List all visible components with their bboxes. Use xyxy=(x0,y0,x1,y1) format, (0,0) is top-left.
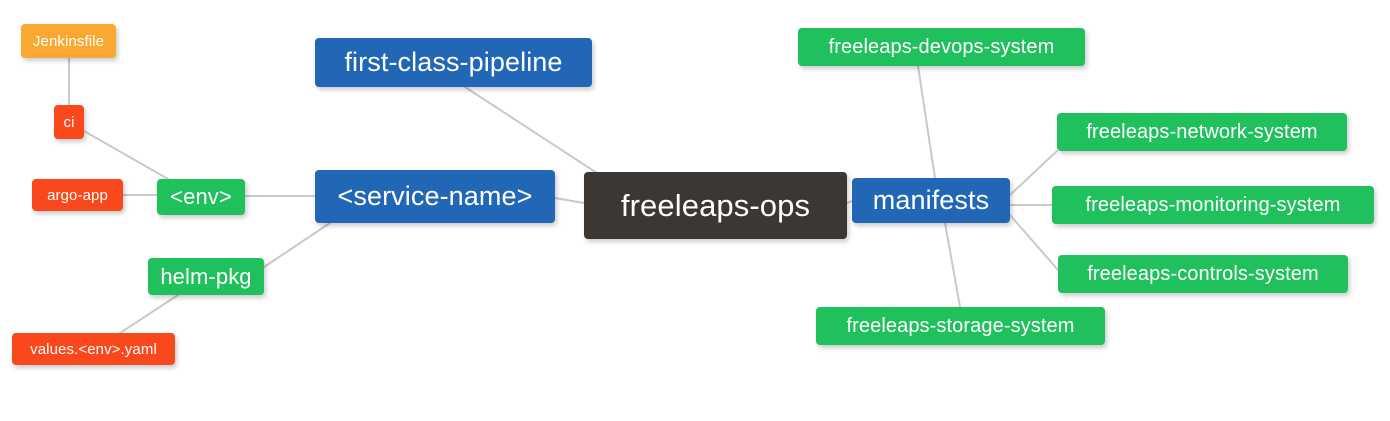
edge-freeleaps-ops-to-first-class-pipeline xyxy=(464,86,601,176)
node-values-env-yaml[interactable]: values.<env>.yaml xyxy=(12,333,175,365)
node-label-helm-pkg: helm-pkg xyxy=(160,263,252,289)
node-ci[interactable]: ci xyxy=(54,105,84,139)
node-freeleaps-devops-system[interactable]: freeleaps-devops-system xyxy=(798,28,1085,66)
node-argo-app[interactable]: argo-app xyxy=(32,179,123,211)
node-label-freeleaps-storage-system: freeleaps-storage-system xyxy=(846,315,1075,337)
node-label-first-class-pipeline: first-class-pipeline xyxy=(344,47,563,77)
node-label-freeleaps-controls-system: freeleaps-controls-system xyxy=(1087,263,1319,285)
node-first-class-pipeline[interactable]: first-class-pipeline xyxy=(315,38,592,87)
node-freeleaps-ops[interactable]: freeleaps-ops xyxy=(584,172,847,239)
node-label-env: <env> xyxy=(170,184,232,209)
edge-helm-pkg-to-values-env-yaml xyxy=(119,294,179,334)
node-label-ci: ci xyxy=(63,113,75,131)
edge-manifests-to-freeleaps-storage-system xyxy=(944,222,961,308)
node-label-freeleaps-monitoring-system: freeleaps-monitoring-system xyxy=(1085,194,1341,216)
node-service-name[interactable]: <service-name> xyxy=(315,170,555,223)
node-label-freeleaps-network-system: freeleaps-network-system xyxy=(1086,121,1318,143)
edge-manifests-to-freeleaps-network-system xyxy=(1009,150,1058,196)
edge-manifests-to-freeleaps-devops-system xyxy=(917,65,936,179)
node-label-freeleaps-ops: freeleaps-ops xyxy=(620,188,811,223)
edge-service-name-to-helm-pkg xyxy=(263,222,331,268)
node-label-freeleaps-devops-system: freeleaps-devops-system xyxy=(828,36,1055,58)
edge-freeleaps-ops-to-service-name xyxy=(554,197,585,204)
edge-manifests-to-freeleaps-controls-system xyxy=(1009,214,1059,271)
node-freeleaps-monitoring-system[interactable]: freeleaps-monitoring-system xyxy=(1052,186,1374,224)
node-label-manifests: manifests xyxy=(872,185,990,215)
node-freeleaps-storage-system[interactable]: freeleaps-storage-system xyxy=(816,307,1105,345)
node-freeleaps-network-system[interactable]: freeleaps-network-system xyxy=(1057,113,1347,151)
node-helm-pkg[interactable]: helm-pkg xyxy=(148,258,264,295)
edge-env-to-ci xyxy=(83,130,169,180)
node-manifests[interactable]: manifests xyxy=(852,178,1010,223)
node-freeleaps-controls-system[interactable]: freeleaps-controls-system xyxy=(1058,255,1348,293)
node-label-Jenkinsfile: Jenkinsfile xyxy=(32,32,105,50)
node-env[interactable]: <env> xyxy=(157,179,245,215)
node-label-argo-app: argo-app xyxy=(47,186,108,204)
node-label-values-env-yaml: values.<env>.yaml xyxy=(30,340,157,358)
node-Jenkinsfile[interactable]: Jenkinsfile xyxy=(21,24,116,58)
node-label-service-name: <service-name> xyxy=(337,181,533,211)
